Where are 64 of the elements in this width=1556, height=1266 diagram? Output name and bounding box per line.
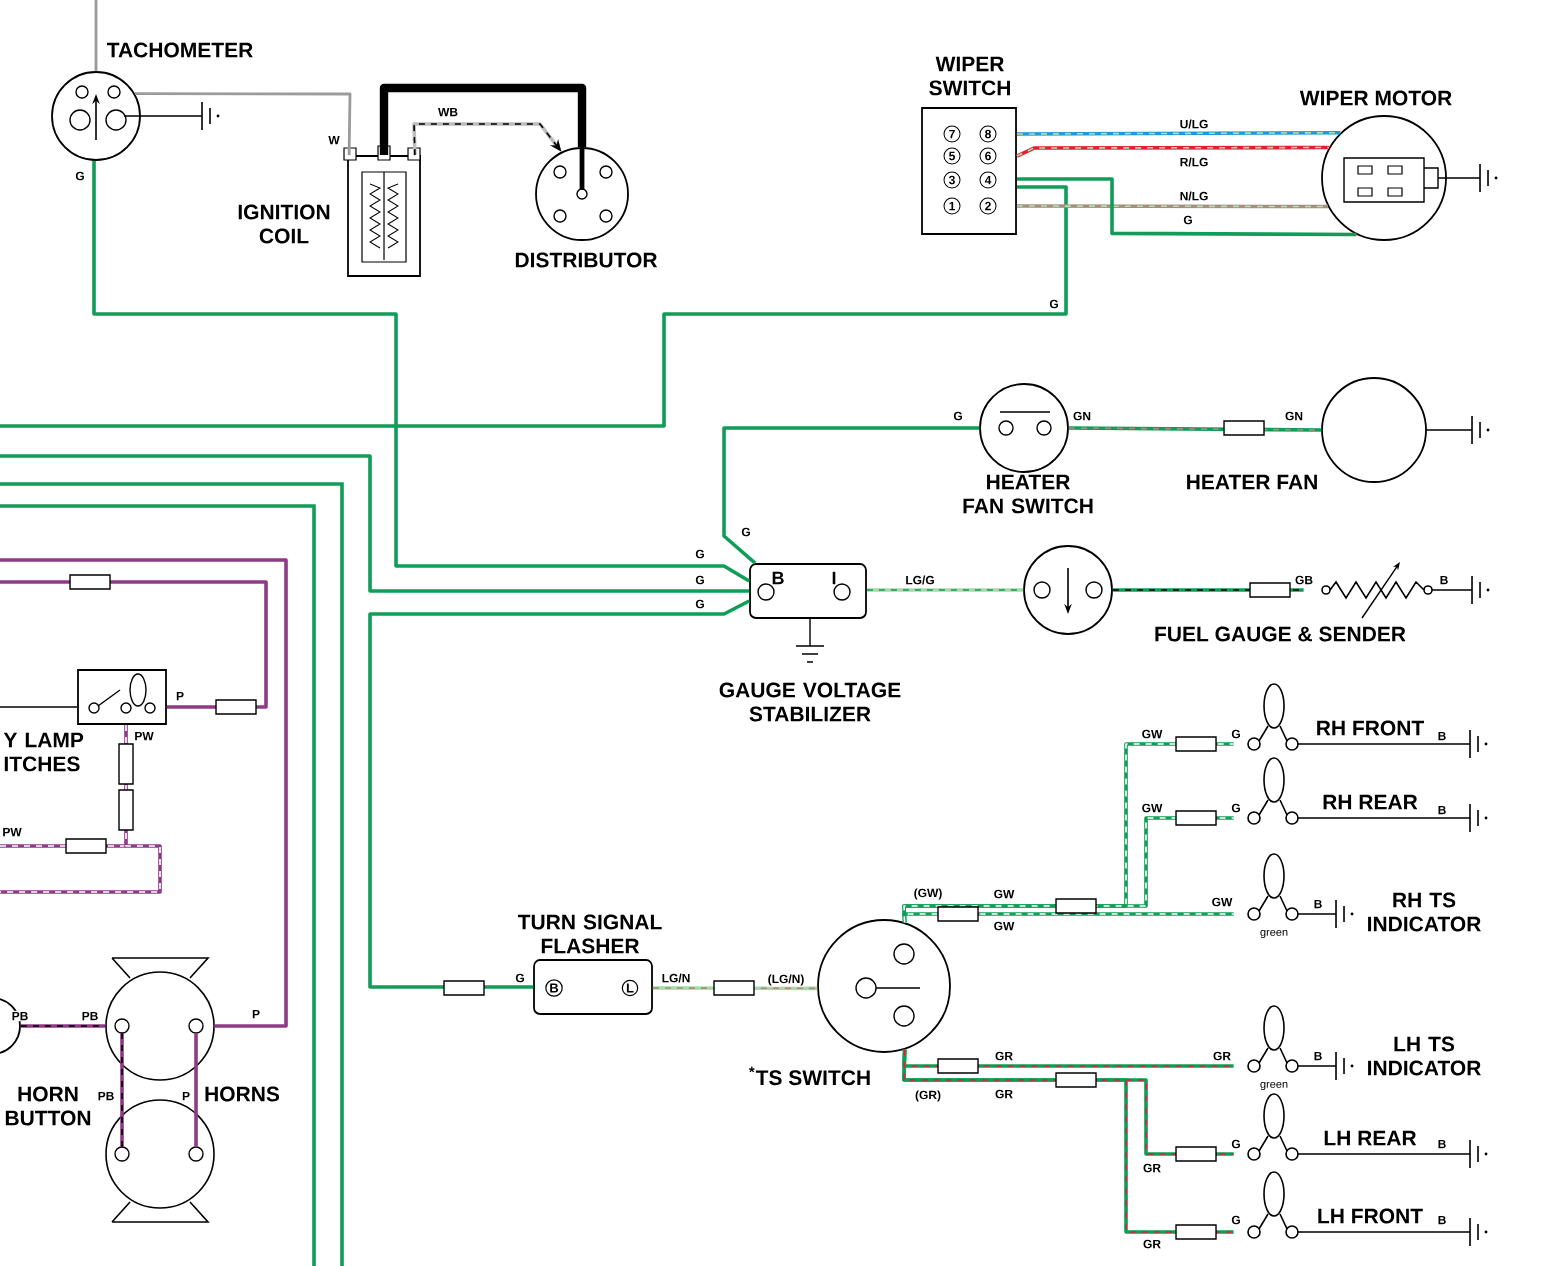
- wire: [92, 160, 751, 583]
- component-label: HEATER FAN SWITCH: [963, 474, 1093, 514]
- wire: [1068, 426, 1322, 432]
- component-label: TACHOMETER: [106, 42, 253, 58]
- switch-symbol: [979, 383, 1069, 473]
- terminal-label: B: [772, 571, 784, 585]
- wire: [1016, 130, 1342, 136]
- wire: [0, 580, 268, 709]
- wire: [0, 724, 162, 894]
- lamp-symbol: [1247, 757, 1299, 825]
- switch-symbol: [817, 919, 951, 1053]
- lamp-symbol: [1247, 853, 1299, 921]
- wire: [1016, 204, 1329, 209]
- component-label: LH FRONT: [1318, 1208, 1423, 1224]
- component-label: LH REAR: [1324, 1130, 1417, 1146]
- ignition-coil-symbol: [343, 145, 421, 277]
- wire: [94, 0, 98, 72]
- wire: [0, 706, 78, 708]
- wire: [0, 558, 288, 1028]
- component-label: LH TS INDICATOR: [1368, 1036, 1481, 1076]
- wire: [902, 1048, 1235, 1234]
- wire: [368, 599, 750, 989]
- wire: [0, 185, 1068, 428]
- component-label: DISTRIBUTOR: [515, 252, 658, 268]
- switch-box: [77, 669, 167, 725]
- wire: [379, 83, 587, 156]
- wire: [1016, 177, 1357, 237]
- wire: [1016, 145, 1330, 158]
- stabilizer-box: [749, 563, 867, 663]
- component-label: FUEL GAUGE & SENDER: [1155, 626, 1406, 642]
- fan-motor-symbol: [1321, 377, 1427, 483]
- component-label: WIPER MOTOR: [1299, 90, 1452, 106]
- switch-box: [921, 107, 1017, 235]
- component-label: TURN SIGNAL FLASHER: [517, 914, 662, 954]
- wire: [902, 912, 1235, 924]
- motor-symbol: [1321, 115, 1447, 241]
- component-label: HORN BUTTON: [5, 1086, 91, 1126]
- component-label: HORNS: [205, 1086, 280, 1102]
- component-label: Y LAMP ITCHES: [3, 732, 84, 772]
- component-label: RH REAR: [1323, 794, 1418, 810]
- wire: [652, 986, 818, 991]
- component-label: RH FRONT: [1317, 720, 1424, 736]
- terminal-label: I: [832, 571, 836, 585]
- wire: [722, 426, 980, 565]
- sender-symbol: [1321, 562, 1433, 619]
- component-label: WIPER SWITCH: [929, 56, 1010, 96]
- lamp-symbol: [1247, 683, 1299, 751]
- component-label: GAUGE VOLTAGE STABILIZER: [719, 682, 901, 722]
- tachometer-symbol: [51, 71, 141, 161]
- wire: [0, 454, 750, 593]
- wire: [866, 588, 1024, 592]
- lamp-symbol: [1247, 1093, 1299, 1161]
- flasher-box: [533, 959, 653, 1015]
- lamp-symbol: [1247, 1005, 1299, 1073]
- wire: [20, 1024, 107, 1028]
- component-label: RH TS INDICATOR: [1368, 892, 1481, 932]
- component-label: $^{*}$TS SWITCH: [748, 1066, 870, 1086]
- wire: [134, 92, 352, 156]
- wire: [1112, 588, 1305, 592]
- gauge-symbol: [1023, 545, 1113, 635]
- component-label: HEATER FAN: [1187, 474, 1317, 490]
- lamp-symbol: [1247, 1171, 1299, 1239]
- component-label: IGNITION COIL: [238, 204, 330, 244]
- distributor-symbol: [535, 147, 629, 241]
